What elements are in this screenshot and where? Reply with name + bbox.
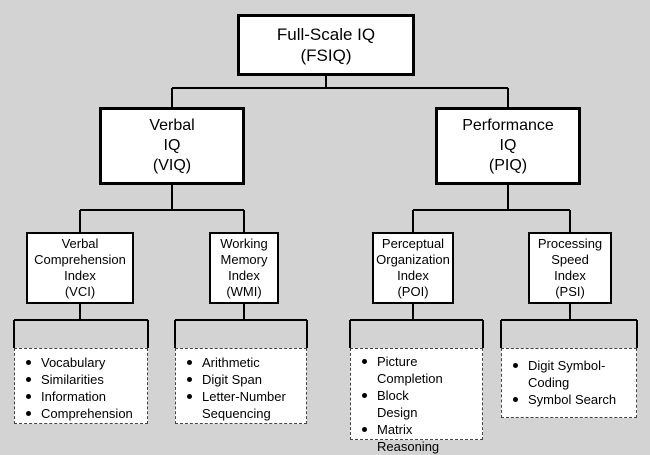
vci-line-4: (VCI) [64, 284, 96, 299]
connector-psi [500, 304, 638, 348]
vci-line-3: Index [64, 268, 96, 283]
poi-line-2: Organization [376, 252, 450, 267]
vci-line-1: Verbal [61, 236, 99, 251]
piq-box: Performance IQ (PIQ) [435, 107, 581, 185]
piq-line-2: IQ [499, 137, 517, 154]
wmi-subtests: Arithmetic Digit Span Letter-Number Sequ… [175, 348, 307, 424]
subtest-item: Block Design [362, 387, 452, 421]
subtest-item: Matrix Reasoning [362, 421, 452, 455]
fsiq-box: Full-Scale IQ (FSIQ) [237, 14, 415, 76]
wmi-line-1: Working [220, 236, 268, 251]
subtest-item: Letter-Number Sequencing [187, 388, 302, 422]
wmi-line-3: Index [228, 268, 260, 283]
subtest-item: Digit Span [187, 371, 302, 388]
subtest-item: Vocabulary [26, 354, 147, 371]
subtest-item: Similarities [26, 371, 147, 388]
psi-line-2: Speed [551, 252, 589, 267]
subtest-item: Information [26, 388, 147, 405]
subtest-item: Arithmetic [187, 354, 302, 371]
psi-subtests: Digit Symbol-Coding Symbol Search [501, 348, 637, 418]
connector-piq [412, 185, 571, 232]
poi-box: Perceptual Organization Index (POI) [372, 232, 454, 304]
connector-poi [349, 304, 484, 348]
vci-line-2: Comprehension [34, 252, 126, 267]
vci-box: Verbal Comprehension Index (VCI) [26, 232, 134, 304]
wmi-box: Working Memory Index (WMI) [209, 232, 279, 304]
poi-line-1: Perceptual [381, 236, 445, 251]
poi-subtests: Picture Completion Block Design Matrix R… [350, 348, 483, 454]
connector-vci [13, 304, 149, 348]
psi-line-1: Processing [537, 236, 603, 251]
vci-subtests: Vocabulary Similarities Information Comp… [14, 348, 148, 424]
viq-box: Verbal IQ (VIQ) [99, 107, 245, 185]
subtest-item: Symbol Search [513, 392, 617, 407]
wmi-line-4: (WMI) [226, 284, 262, 299]
subtest-item: Comprehension [26, 405, 147, 422]
wmi-line-2: Memory [220, 252, 268, 267]
psi-line-4: (PSI) [555, 284, 585, 299]
fsiq-line-2: (FSIQ) [300, 46, 352, 65]
connector-wmi [174, 304, 308, 348]
viq-line-1: Verbal [149, 117, 195, 134]
viq-line-3: (VIQ) [152, 157, 192, 174]
connector-fsiq [171, 76, 509, 107]
subtest-item: Digit Symbol-Coding [513, 357, 618, 391]
psi-box: Processing Speed Index (PSI) [528, 232, 612, 304]
poi-line-4: (POI) [397, 284, 429, 299]
viq-line-2: IQ [163, 137, 181, 154]
poi-line-3: Index [397, 268, 429, 283]
connector-viq [79, 185, 245, 232]
piq-line-1: Performance [462, 117, 554, 134]
fsiq-line-1: Full-Scale IQ [276, 25, 376, 44]
psi-line-3: Index [554, 268, 586, 283]
piq-line-3: (PIQ) [488, 157, 528, 174]
subtest-item: Picture Completion [362, 353, 452, 387]
